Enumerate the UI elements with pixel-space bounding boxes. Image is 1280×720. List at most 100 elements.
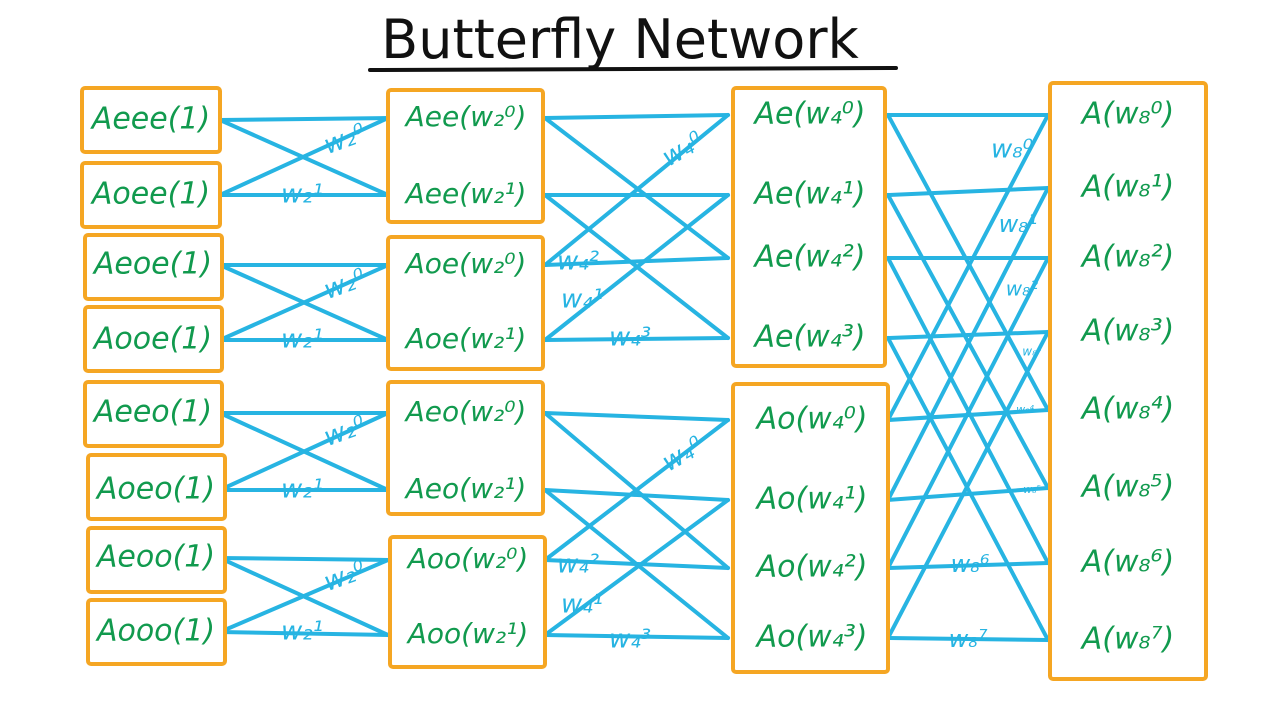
stage2-label-0: Aee(w₂⁰): [404, 100, 527, 133]
stage1-label-7: Aooo(1): [95, 614, 215, 649]
wire-s2-4-to-s3-6: [543, 411, 730, 570]
wire-s2-7-to-s3-5: [543, 498, 730, 637]
stage1-box-3: [83, 305, 224, 373]
weight2-label-2: w₄¹: [561, 285, 603, 315]
boxes-layer: [80, 81, 1208, 681]
wire-s3-4-to-s4-0: [886, 113, 1050, 422]
stage3-label-4: Ao(w₄⁰): [755, 402, 868, 437]
weight1-label-1: w₂¹: [281, 180, 323, 210]
stage3-box-o: [731, 382, 890, 674]
stage4-label-2: A(w₈²): [1080, 240, 1175, 275]
wire-s1-6-to-s2-6: [218, 556, 390, 562]
stage3-label-0: Ae(w₄⁰): [753, 97, 866, 132]
weight2-label-7: w₄³: [609, 625, 651, 655]
stage1-label-2: Aeoe(1): [92, 247, 212, 282]
weight3-label-2: w₈²: [1006, 277, 1038, 301]
weight1-label-3: w₂¹: [281, 325, 323, 355]
weight3-label-7: w₈⁷: [949, 625, 988, 653]
stage2-label-2: Aoe(w₂⁰): [404, 247, 527, 280]
stage4-box: [1048, 81, 1208, 681]
wire-s3-3-to-s4-7: [886, 336, 1050, 642]
stage4-label-5: A(w₈⁵): [1080, 470, 1175, 505]
weight2-label-4: w₄⁰: [657, 431, 709, 478]
wire-s3-1-to-s4-5: [886, 193, 1050, 490]
stage2-box-eo: [386, 380, 545, 516]
weight2-label-1: w₄²: [557, 247, 599, 277]
stage2-label-4: Aeo(w₂⁰): [404, 395, 527, 428]
stage3-label-2: Ae(w₄²): [753, 240, 866, 275]
stage2-label-7: Aoo(w₂¹): [406, 617, 529, 650]
stage2-label-3: Aoe(w₂¹): [404, 322, 527, 355]
title-underline: [368, 66, 898, 72]
weight2-label-5: w₄²: [557, 550, 599, 580]
stage1-label-0: Aeee(1): [90, 102, 210, 137]
stage2-label-5: Aeo(w₂¹): [404, 472, 527, 505]
stage2-box-oo: [388, 535, 547, 669]
stage4-label-0: A(w₈⁰): [1080, 97, 1175, 132]
wires-layer: [218, 113, 1050, 642]
weight1-label-0: w₂⁰: [320, 118, 370, 161]
stage2-label-1: Aee(w₂¹): [404, 177, 527, 210]
wire-s1-0-to-s2-0: [218, 116, 390, 122]
weight1-label-5: w₂¹: [281, 475, 323, 505]
stage1-label-5: Aoeo(1): [95, 472, 215, 507]
weight2-label-6: w₄¹: [561, 590, 603, 620]
stage3-label-3: Ae(w₄³): [753, 320, 866, 355]
wire-s1-7-to-s2-6: [218, 558, 390, 634]
wire-s1-1-to-s2-0: [218, 116, 390, 197]
stage1-box-1: [80, 161, 222, 229]
stage1-box-2: [83, 233, 224, 301]
wire-s2-2-to-s3-2: [543, 256, 730, 267]
stage1-box-4: [83, 380, 224, 448]
wire-s2-5-to-s3-5: [543, 488, 730, 502]
stage4-label-3: A(w₈³): [1080, 314, 1175, 349]
wire-s2-5-to-s3-7: [543, 488, 730, 640]
weight3-label-5: w₈⁵: [1023, 483, 1041, 496]
stage1-box-6: [86, 526, 227, 594]
stage3-label-6: Ao(w₄²): [755, 550, 868, 585]
diagram-title: Butterfly Network: [381, 8, 859, 71]
weight3-label-1: w₈¹: [999, 210, 1038, 238]
stage1-box-5: [86, 453, 227, 521]
node-labels-layer: Aeee(1) Aoee(1) Aeoe(1) Aooe(1) Aeeo(1) Aoeo(…: [90, 97, 1174, 657]
stage1-label-6: Aeoo(1): [95, 540, 215, 575]
weight2-label-3: w₄³: [609, 323, 651, 353]
stage1-box-0: [80, 86, 222, 154]
stage4-label-7: A(w₈⁷): [1080, 622, 1175, 657]
wire-s3-1-to-s4-1: [886, 186, 1050, 197]
wire-s2-4-to-s3-4: [543, 411, 730, 422]
weight3-label-3: w₈³: [1022, 345, 1042, 359]
wire-s3-0-to-s4-4: [886, 113, 1050, 412]
wire-s2-3-to-s3-3: [543, 336, 730, 342]
stage2-box-ee: [386, 88, 545, 224]
stage3-label-1: Ae(w₄¹): [753, 177, 866, 212]
wire-s2-0-to-s3-2: [543, 116, 730, 260]
stage3-label-7: Ao(w₄³): [755, 620, 868, 655]
weight3-label-6: w₈⁶: [951, 550, 990, 578]
weight1-label-7: w₂¹: [281, 617, 323, 647]
wire-s3-3-to-s4-3: [886, 330, 1050, 340]
stage4-label-4: A(w₈⁴): [1080, 392, 1175, 427]
stage2-box-oe: [386, 235, 545, 371]
wire-s1-7-to-s2-7: [218, 630, 390, 637]
stage4-label-6: A(w₈⁶): [1080, 545, 1175, 580]
wire-s2-7-to-s3-7: [543, 633, 730, 640]
weight1-label-4: w₂⁰: [320, 410, 370, 453]
wire-s2-0-to-s3-0: [543, 113, 730, 120]
stage1-box-7: [86, 598, 227, 666]
stage2-label-6: Aoo(w₂⁰): [406, 542, 529, 575]
weight3-label-0: w₈⁰: [991, 135, 1034, 165]
weight1-label-2: w₂⁰: [320, 263, 370, 306]
wire-s1-3-to-s2-2: [218, 263, 390, 342]
stage1-label-4: Aeeo(1): [92, 395, 212, 430]
wire-s1-5-to-s2-4: [218, 411, 390, 492]
wire-s2-1-to-s3-3: [543, 193, 730, 340]
wire-s3-6-to-s4-6: [886, 561, 1050, 570]
stage1-label-3: Aooe(1): [92, 322, 212, 357]
wire-s3-4-to-s4-4: [886, 408, 1050, 422]
stage3-label-5: Ao(w₄¹): [755, 482, 868, 517]
stage3-box-e: [731, 86, 887, 368]
wire-s3-7-to-s4-7: [886, 636, 1050, 642]
stage1-label-1: Aoee(1): [90, 177, 210, 212]
